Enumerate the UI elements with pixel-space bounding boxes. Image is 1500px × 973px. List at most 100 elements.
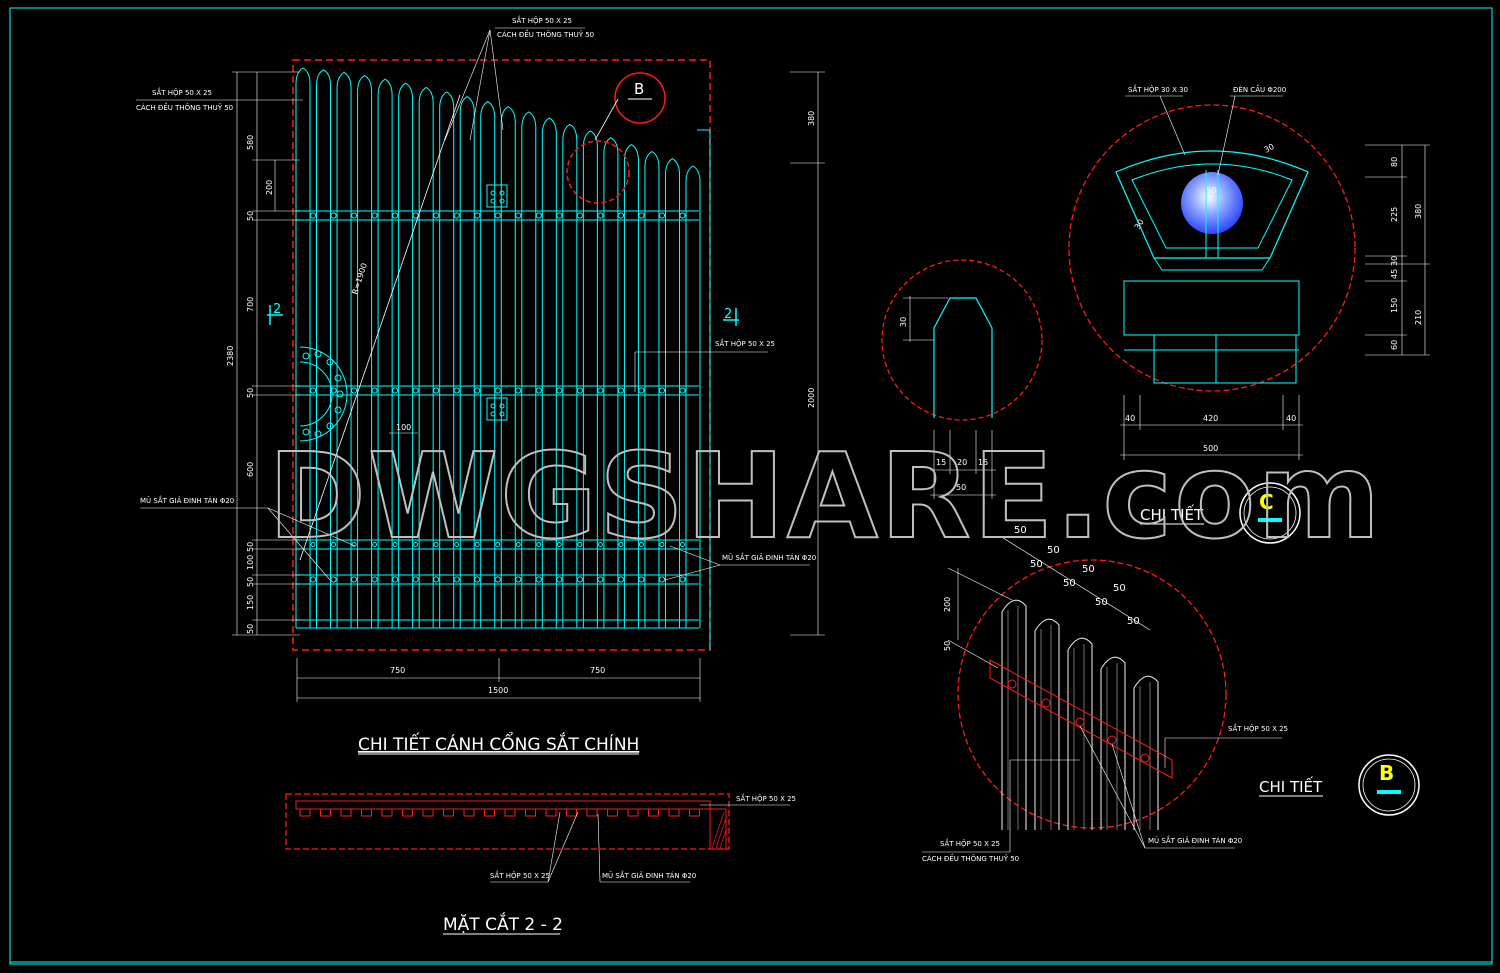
- section-2-2: SẮT HỘP 50 X 25 SẮT HỘP 50 X 25 MŨ SẮT G…: [285, 793, 796, 935]
- right-note-text: SẮT HỘP 50 X 25: [715, 338, 775, 348]
- dim-right-1: 2000: [807, 388, 816, 408]
- gate-rivet: [350, 212, 358, 219]
- section-tooth: [566, 808, 577, 817]
- dim-bottom-1: 750: [590, 666, 605, 675]
- section-note-bottom-1: SẮT HỘP 50 X 25: [490, 870, 550, 880]
- top-note: SẮT HỘP 50 X 25 CÁCH ĐỀU THÔNG THUỶ 50: [444, 15, 594, 141]
- b-dim-bar: 50: [943, 641, 952, 651]
- b-picket: [1001, 599, 1027, 830]
- gate-rivet: [474, 387, 481, 394]
- gate-rivet: [309, 576, 317, 583]
- gate-rivet: [474, 576, 481, 583]
- gate-picket: [377, 78, 393, 628]
- dim-left-5: 600: [246, 462, 255, 477]
- left-dimensions: [232, 71, 300, 636]
- gate-picket: [603, 137, 619, 628]
- b-dim-0: 50: [1014, 525, 1027, 536]
- b-picket-shade: [1007, 606, 1019, 830]
- gate-rivet: [597, 542, 603, 547]
- section-note-right: SẮT HỘP 50 X 25: [736, 793, 796, 803]
- dim-right-0: 380: [807, 111, 816, 126]
- section-tooth: [689, 808, 700, 817]
- gate-picket: [562, 123, 578, 628]
- c-label: CHI TIẾT: [1140, 503, 1204, 524]
- dim-left-9: 150: [246, 595, 255, 610]
- section-tooth: [422, 808, 434, 817]
- section-tooth: [402, 808, 413, 817]
- b-picket: [1067, 637, 1093, 830]
- gate-rivet: [371, 576, 378, 583]
- section-tooth: [484, 808, 495, 817]
- gate-rivet: [679, 212, 686, 219]
- gate-rivet: [494, 212, 501, 219]
- gate-rivet: [638, 212, 645, 219]
- c-note-box: SẮT HỘP 30 X 30: [1128, 84, 1188, 94]
- gate-rivet: [556, 576, 563, 583]
- gate-rivet: [576, 576, 583, 583]
- gate-rivet: [535, 576, 542, 583]
- gate-pickets: [295, 67, 701, 628]
- tip-dim-0: 15: [936, 458, 946, 467]
- b-note-left-2: CÁCH ĐỀU THÔNG THUỶ 50: [922, 853, 1019, 863]
- section-tooth: [340, 808, 352, 817]
- gate-rivet: [412, 212, 419, 219]
- b-mark: B: [1379, 761, 1394, 785]
- b-dim-1: 50: [1030, 559, 1043, 570]
- gate-rivet: [412, 387, 419, 394]
- section-tooth: [545, 808, 557, 817]
- left-note-line2: CÁCH ĐỀU THÔNG THUỶ 50: [136, 102, 233, 112]
- b-picket: [1034, 618, 1060, 830]
- gate-picket: [357, 75, 373, 628]
- bottom-dimensions: [296, 658, 701, 702]
- gate-rivet: [330, 212, 337, 219]
- sheet-border: [9, 7, 1493, 965]
- callout-b-label: B: [634, 80, 644, 98]
- gate-picket: [664, 158, 680, 628]
- gate-picket: [418, 86, 434, 628]
- gate-rivet: [638, 576, 645, 583]
- gate-rivet: [494, 576, 501, 583]
- gate-rivet: [515, 212, 522, 219]
- gate-rivet: [535, 387, 542, 394]
- tip-dim-1: 20: [957, 458, 967, 467]
- b-picket: [1100, 656, 1126, 830]
- radius-label: R=1900: [350, 262, 369, 296]
- section-tooth: [463, 808, 475, 817]
- gate-picket: [316, 69, 332, 628]
- section-tooth: [668, 808, 680, 817]
- gate-rivet: [309, 387, 317, 394]
- gate-rivet: [556, 387, 563, 394]
- gate-rivet: [638, 542, 644, 547]
- gate-rivet: [577, 542, 583, 547]
- gate-rivet: [515, 387, 522, 394]
- left-dim-labels: 580 200 50 700 50 600 50 100 50 150 50 2…: [226, 135, 274, 634]
- gate-rivet: [576, 387, 583, 394]
- b-dim-3: 50: [1063, 578, 1076, 589]
- gate-rivet: [494, 387, 501, 394]
- gate-picket: [644, 151, 660, 628]
- gate-picket: [295, 67, 311, 628]
- bolt-note-right: MŨ SẮT GIẢ ĐINH TÁN Φ20: [664, 545, 816, 581]
- b-note-left-1: SẮT HỘP 50 X 25: [940, 838, 1000, 848]
- watermark: DWGSHARE.com: [268, 427, 1382, 565]
- c-bottom-dim-lines: [1120, 395, 1303, 460]
- b-picket-shade: [1139, 682, 1151, 830]
- gate-rivet: [412, 576, 419, 583]
- gate-rivet: [556, 212, 563, 219]
- gate-rivet: [310, 542, 316, 547]
- gate-rivet: [371, 387, 378, 394]
- b-picket-shade: [1073, 644, 1085, 830]
- section-teeth: [299, 808, 700, 817]
- gate-rivet: [433, 542, 439, 547]
- gate-rivet: [413, 542, 419, 547]
- gate-rivet: [679, 387, 686, 394]
- section-mark-left: 2: [267, 302, 283, 325]
- c-dim-total: 500: [1203, 444, 1218, 453]
- dim-left-total: 2380: [226, 346, 235, 366]
- section-tooth: [586, 808, 598, 817]
- gate-rivet: [515, 542, 521, 547]
- gate-rivets: [309, 212, 686, 583]
- dim-left-10: 50: [246, 624, 255, 634]
